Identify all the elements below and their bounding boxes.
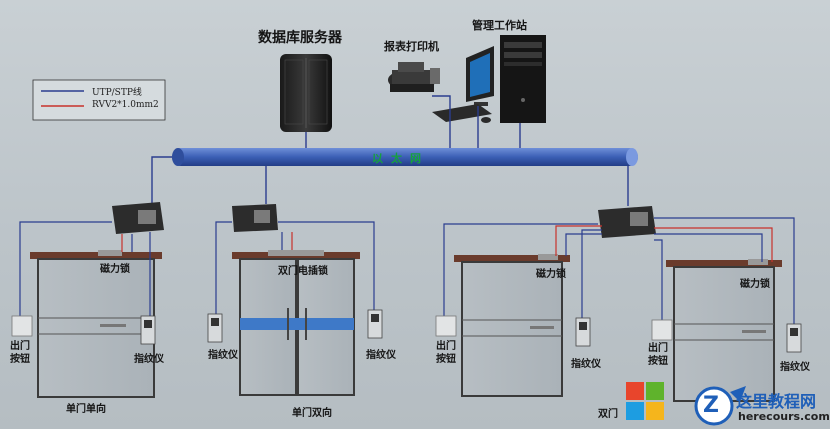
exit-button-3b <box>651 319 673 341</box>
keyboard-icon <box>432 104 492 123</box>
exit-button-1 <box>11 315 33 337</box>
door-double-left <box>454 254 570 397</box>
magnetic-lock-label-3a: 磁力锁 <box>536 269 566 280</box>
ethernet-drops <box>151 156 629 206</box>
magnetic-lock-3a <box>538 254 558 260</box>
workstation-tower-icon <box>500 35 546 123</box>
legend-utp-label: UTP/STP线 <box>92 88 142 98</box>
ethernet-bus <box>172 148 638 166</box>
mouse-icon <box>481 117 491 123</box>
fingerprint-label-2b: 指纹仪 <box>366 350 396 361</box>
controller-box-1 <box>112 202 164 234</box>
database-server-icon <box>280 54 332 132</box>
top-connections <box>305 95 521 150</box>
site-logo-icon <box>694 386 746 426</box>
double-lock-label: 双门电插锁 <box>278 266 328 277</box>
caption-single-one-way: 单门单向 <box>66 404 106 415</box>
watermark-url: herecours.com <box>738 410 830 423</box>
exit-button-label-3a: 出门 按钮 <box>436 341 456 365</box>
fingerprint-label-3b: 指纹仪 <box>780 362 810 373</box>
workstation-label: 管理工作站 <box>472 19 527 32</box>
magnetic-lock-3b <box>748 259 768 265</box>
windows-logo-icon <box>626 382 664 420</box>
door-single-two-way <box>232 250 360 396</box>
door-2-wiring <box>215 221 375 316</box>
monitor-icon <box>466 46 494 106</box>
exit-button-3a <box>435 315 457 337</box>
controller-box-3 <box>598 206 656 238</box>
legend-rvv-label: RVV2*1.0mm2 <box>92 100 159 110</box>
door-3-wiring <box>443 217 795 326</box>
exit-button-label-1: 出门 按钮 <box>10 341 30 365</box>
magnetic-lock-label-3b: 磁力锁 <box>740 279 770 290</box>
legend-box <box>32 79 166 121</box>
door-1-wiring <box>19 221 151 318</box>
db-server-label: 数据库服务器 <box>258 30 342 46</box>
fingerprint-label-3a: 指纹仪 <box>571 359 601 370</box>
caption-double-door: 双门 <box>598 409 618 420</box>
caption-single-two-way: 单门双向 <box>292 408 332 419</box>
fingerprint-label-2a: 指纹仪 <box>208 350 238 361</box>
magnetic-lock-1 <box>98 250 122 256</box>
fingerprint-label-1: 指纹仪 <box>134 354 164 365</box>
exit-button-label-3b: 出门 按钮 <box>648 343 668 367</box>
electric-bolt-lock <box>268 250 324 256</box>
printer-label: 报表打印机 <box>384 40 439 53</box>
site-logo-letter: Z <box>703 393 719 418</box>
controller-box-2 <box>232 204 278 232</box>
printer-icon <box>388 62 440 92</box>
ethernet-label: 以太网 <box>372 152 429 165</box>
watermark-site-name: 这里教程网 <box>736 392 817 411</box>
magnetic-lock-label-1: 磁力锁 <box>100 264 130 275</box>
